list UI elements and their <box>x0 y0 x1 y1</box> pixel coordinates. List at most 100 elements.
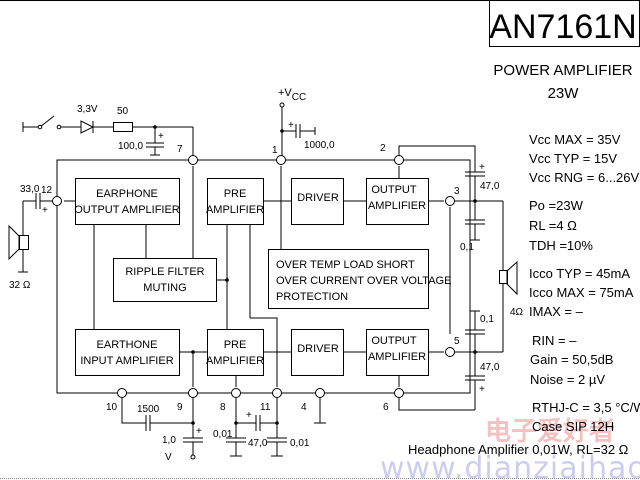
zener-diode-icon <box>80 120 95 134</box>
pin-label-10: 10 <box>106 402 118 413</box>
pin-6 <box>394 388 404 398</box>
bottom-pin-network: + + <box>121 398 326 460</box>
ic-outline <box>56 159 471 394</box>
pin-label-1: 1 <box>272 145 278 156</box>
cap-pin5-top-value: 0,1 <box>480 314 494 325</box>
spec-vcc-typ: Vcc TYP = 15V <box>529 151 617 166</box>
pin7-supply: + <box>22 115 194 156</box>
spec-vcc-rng: Vcc RNG = 6...26V <box>529 170 640 185</box>
pins <box>52 155 455 398</box>
subtitle: POWER AMPLIFIER <box>493 62 632 79</box>
svg-text:MUTING: MUTING <box>143 282 186 294</box>
pin-label-8: 8 <box>220 402 226 413</box>
switch-icon <box>39 115 55 128</box>
pin-5 <box>445 347 455 357</box>
resistor-icon <box>113 122 133 132</box>
cap-pin9-v: V <box>165 452 172 463</box>
ripple-filter-muting: RIPPLE FILTER MUTING <box>113 258 217 302</box>
svg-text:+: + <box>196 426 202 437</box>
pin-label-6: 6 <box>383 402 389 413</box>
part-number: AN7161N <box>489 8 636 46</box>
pin-8 <box>231 388 241 398</box>
svg-text:+: + <box>246 410 252 421</box>
pin-1 <box>276 155 286 165</box>
pin2-bootstrap-wire <box>398 145 476 165</box>
pre-amplifier-top: PRE AMPLIFIER <box>206 178 264 225</box>
pin-label-3: 3 <box>454 186 460 197</box>
speaker-load-value: 4Ω <box>510 307 524 318</box>
pin-label-2: 2 <box>380 143 386 154</box>
earphone-load-value: 32 Ω <box>9 280 31 291</box>
svg-text:OUTPUT: OUTPUT <box>371 184 417 196</box>
zener-value: 3,3V <box>77 104 98 115</box>
protection-block: OVER TEMP LOAD SHORT OVER CURRENT OVER V… <box>268 249 451 309</box>
spec-rl: RL =4 Ω <box>529 218 577 233</box>
spec-icco-max: Icco MAX = 75mA <box>529 285 634 300</box>
output-amplifier-bottom: OUTPUT AMPLIFIER <box>366 329 429 376</box>
internal-wiring <box>64 166 451 387</box>
power-rating: 23W <box>548 85 580 102</box>
svg-text:DRIVER: DRIVER <box>297 192 339 204</box>
spec-imax: IMAX = – <box>529 304 584 319</box>
svg-text:AMPLIFIER: AMPLIFIER <box>368 351 426 363</box>
cap-pin3-top-value: 47,0 <box>480 181 500 192</box>
pin-4 <box>315 388 325 398</box>
spec-case: Case SIP 12H <box>532 419 614 434</box>
cap-pin8-value: 0,01 <box>213 429 233 440</box>
svg-text:RIPPLE FILTER: RIPPLE FILTER <box>125 266 204 278</box>
spec-rthj: RTHJ-C = 3,5 °C/W <box>532 400 640 415</box>
pin-label-7: 7 <box>177 144 183 155</box>
spec-po: Po =23W <box>529 198 584 213</box>
svg-text:AMPLIFIER: AMPLIFIER <box>206 204 264 216</box>
svg-text:+: + <box>42 205 48 216</box>
spec-icco-typ: Icco TYP = 45mA <box>529 266 630 281</box>
driver-bottom: DRIVER <box>291 329 344 376</box>
cap-pin12-value: 33,0 <box>20 184 40 195</box>
spec-vcc-max: Vcc MAX = 35V <box>529 132 621 147</box>
cap-vcc-value: 1000,0 <box>304 140 335 151</box>
earthone-input-amplifier: EARTHONE INPUT AMPLIFIER <box>75 329 180 376</box>
svg-text:+: + <box>479 162 485 173</box>
earphone-icon <box>19 235 29 250</box>
pin-10 <box>117 388 127 398</box>
spec-noise: Noise = 2 µV <box>530 372 605 387</box>
driver-top: DRIVER <box>291 178 344 225</box>
pin-7 <box>188 155 198 165</box>
svg-text:+: + <box>288 120 294 131</box>
svg-text:PROTECTION: PROTECTION <box>276 291 348 303</box>
speaker-icon <box>499 270 508 284</box>
earphone-output-amplifier: EARPHONE OUTPUT AMPLIFIER <box>74 178 180 225</box>
svg-text:+: + <box>158 131 164 142</box>
svg-text:OUTPUT AMPLIFIER: OUTPUT AMPLIFIER <box>74 204 180 216</box>
earphone-output-network: + <box>8 193 52 273</box>
svg-text:OUTPUT: OUTPUT <box>371 335 417 347</box>
pin-11 <box>272 388 282 398</box>
vcc-supply: + <box>279 102 316 156</box>
output-amplifier-top: OUTPUT AMPLIFIER <box>366 178 429 225</box>
svg-text:OVER CURRENT OVER VOLTAGE: OVER CURRENT OVER VOLTAGE <box>276 275 451 287</box>
resistor-value: 50 <box>117 106 129 117</box>
pin-label-12: 12 <box>41 185 53 196</box>
cap-pin7-value: 100,0 <box>118 141 143 152</box>
pin3-output-network: + <box>455 162 518 354</box>
svg-text:INPUT AMPLIFIER: INPUT AMPLIFIER <box>80 355 173 367</box>
svg-text:AMPLIFIER: AMPLIFIER <box>368 200 426 212</box>
spec-rin: RIN = – <box>532 333 577 348</box>
pin-9 <box>188 388 198 398</box>
footer-note: Headphone Amplifier 0,01W, RL=32 Ω <box>408 442 629 457</box>
cap-pin5-bottom-value: 47,0 <box>480 362 500 373</box>
pin-2 <box>394 155 404 165</box>
pre-amplifier-bottom: PRE AMPLIFIER <box>206 329 264 376</box>
spec-tdh: TDH =10% <box>529 238 593 253</box>
spec-gain: Gain = 50,5dB <box>530 352 613 367</box>
cap-pin10-value: 1500 <box>137 404 160 415</box>
svg-text:DRIVER: DRIVER <box>297 343 339 355</box>
vcc-label: +VCC <box>278 87 306 103</box>
svg-text:EARTHONE: EARTHONE <box>97 339 158 351</box>
svg-text:+: + <box>479 384 485 395</box>
cap-pin9-value: 1,0 <box>162 435 176 446</box>
pin-3 <box>445 196 455 206</box>
svg-text:AMPLIFIER: AMPLIFIER <box>206 355 264 367</box>
specifications: Vcc MAX = 35V Vcc TYP = 15V Vcc RNG = 6.… <box>529 132 640 434</box>
